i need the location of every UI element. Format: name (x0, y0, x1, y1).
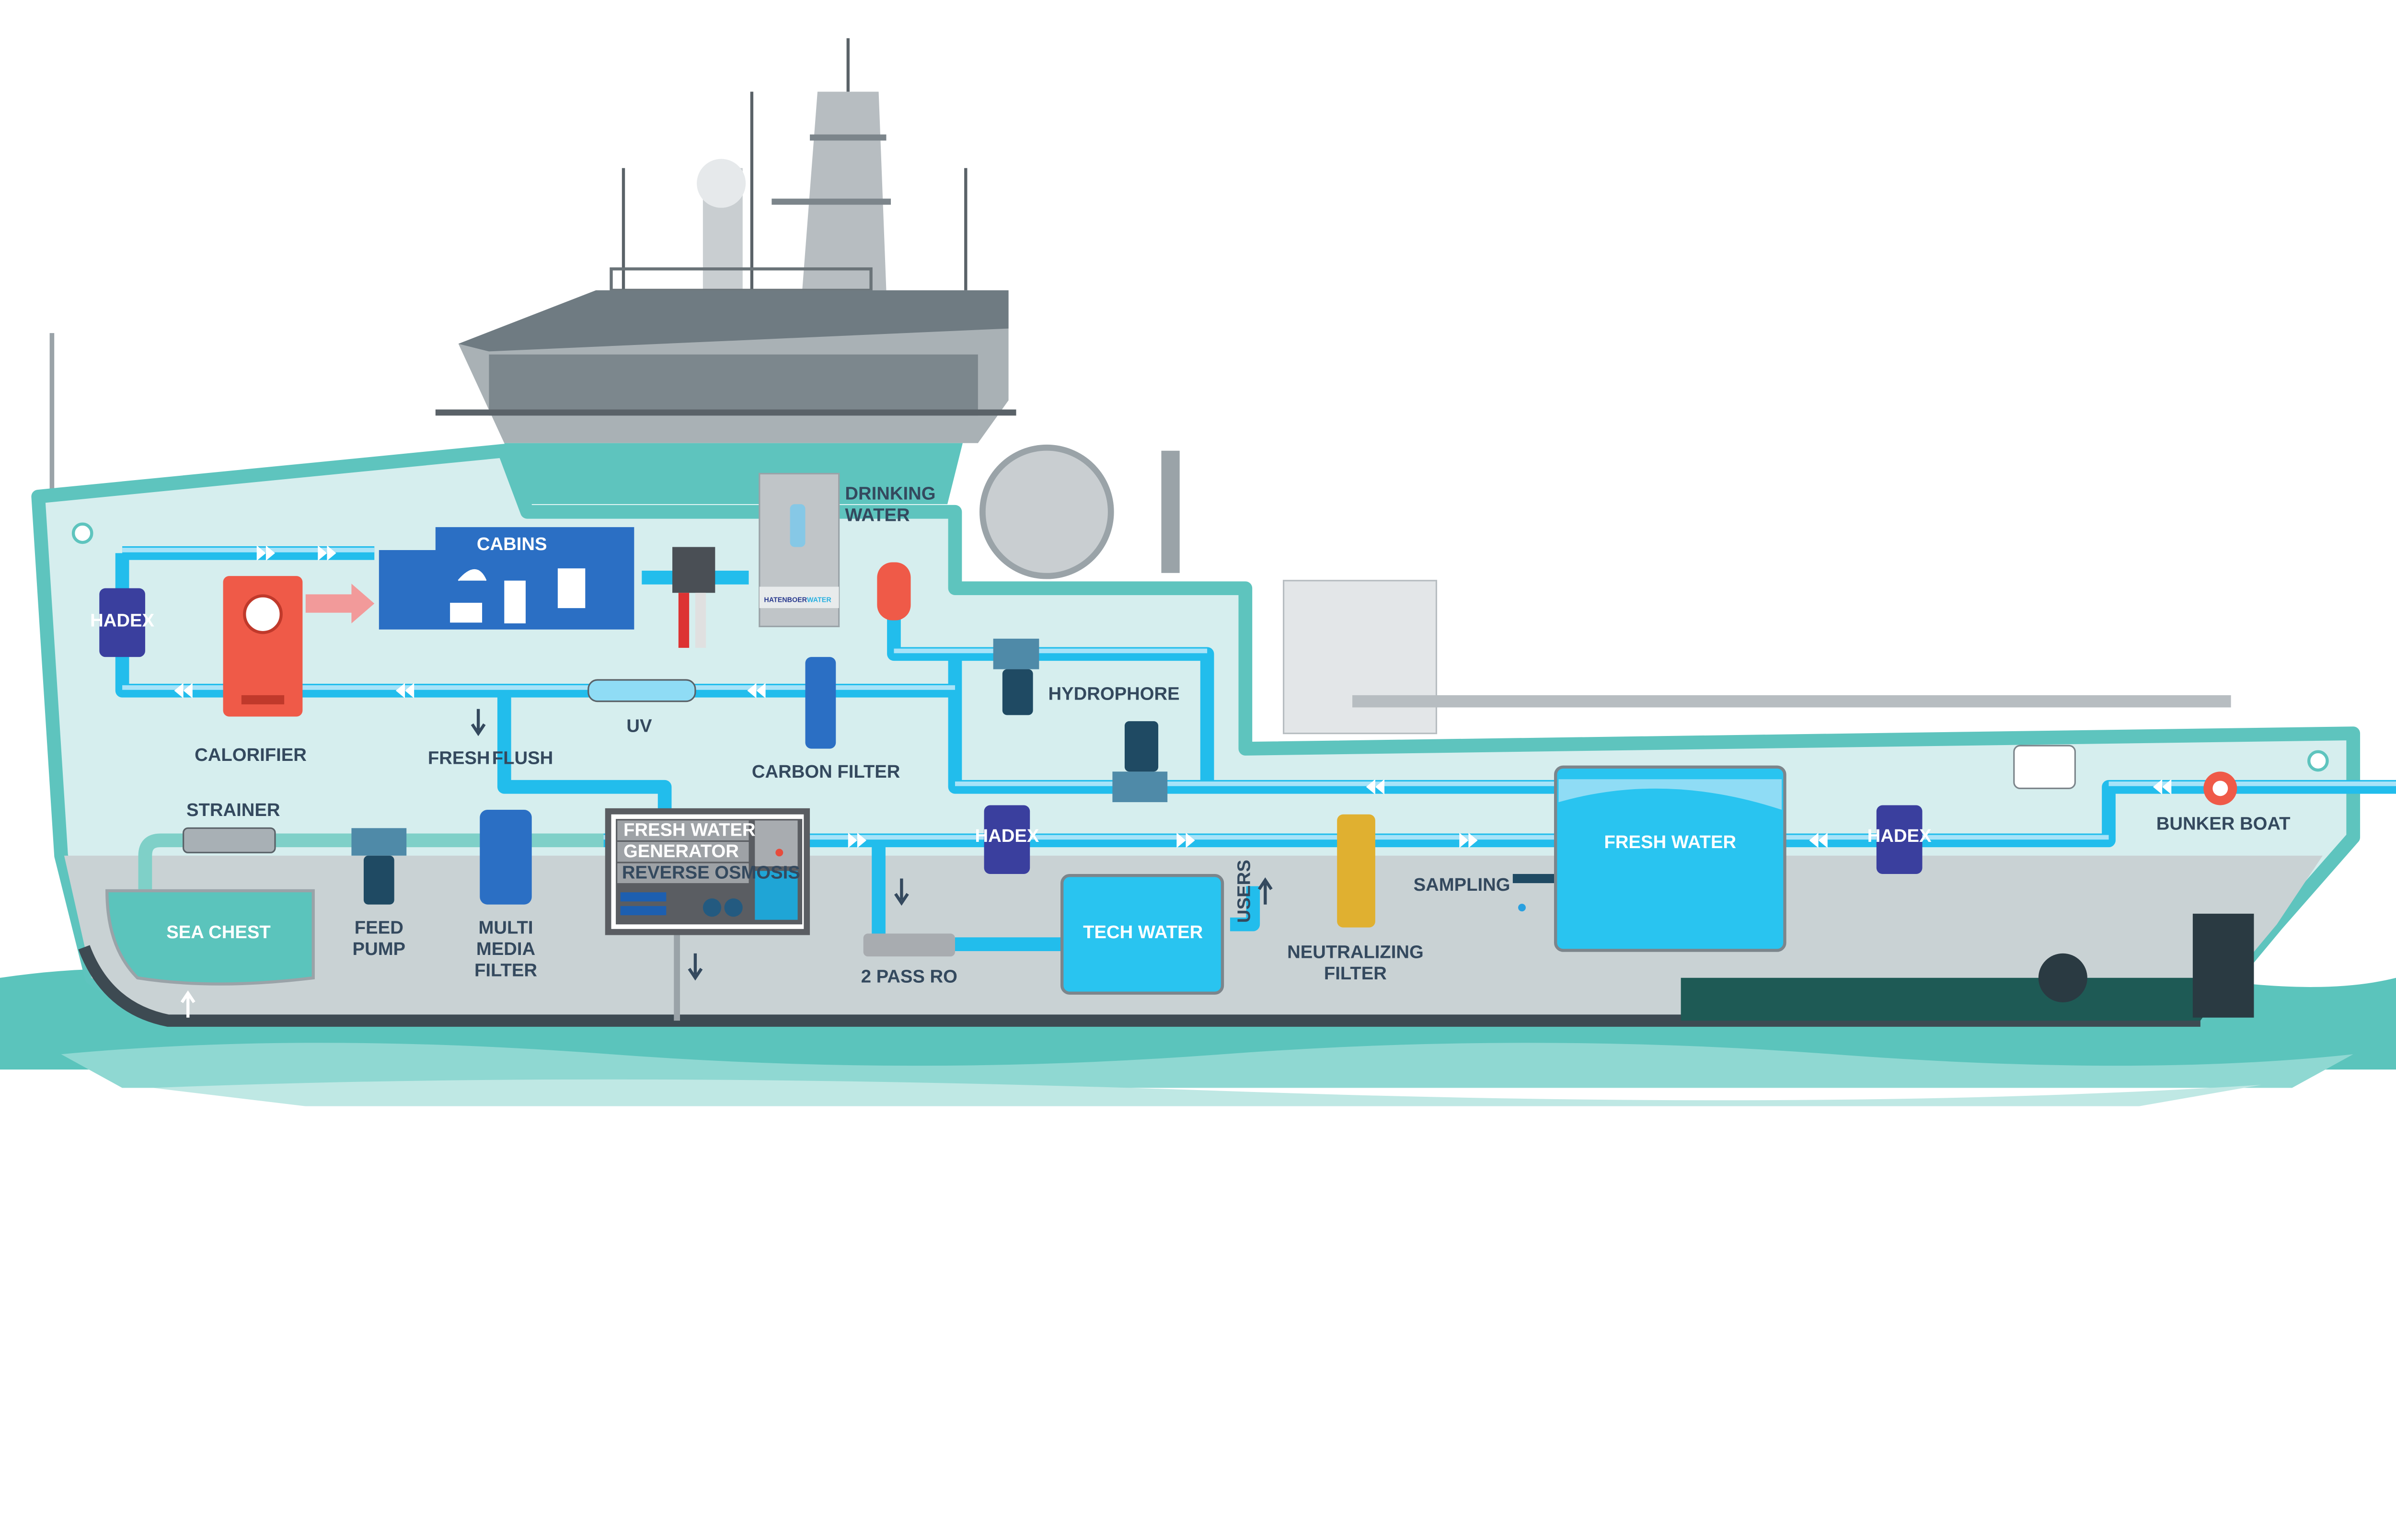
feed-pump (351, 828, 407, 905)
calorifier (223, 576, 303, 717)
carbon-filter-label: CARBON FILTER (752, 761, 900, 782)
sampling-label: SAMPLING (1414, 874, 1510, 895)
svg-text:FRESH WATER: FRESH WATER (623, 819, 756, 840)
sea-chest: SEA CHEST (105, 889, 315, 1018)
drinking-water-label-1: DRINKING (845, 483, 935, 504)
mmf-label-1: MULTI (478, 917, 533, 938)
drinking-water-fountain: HATENBOERWATER (759, 472, 840, 627)
neutralizing-filter-label-2: FILTER (1324, 963, 1387, 984)
multi-media-filter (480, 810, 532, 905)
strainer (183, 827, 276, 853)
mmf-label-2: MEDIA (476, 939, 535, 959)
two-pass-ro-label: 2 PASS RO (861, 966, 957, 987)
hydrophore-pump (993, 638, 1168, 803)
hadex-dosing-3: HADEX (1867, 805, 1932, 874)
carbon-filter (805, 657, 836, 749)
mmf-label-3: FILTER (474, 960, 537, 981)
neutralizing-filter-label-1: NEUTRALIZING (1287, 942, 1424, 962)
tech-water-tank: TECH WATER (1060, 873, 1224, 995)
drain-arrow (688, 953, 703, 981)
uv-unit (587, 679, 696, 702)
svg-text:HADEX: HADEX (1867, 826, 1932, 846)
svg-text:HATENBOERWATER: HATENBOERWATER (764, 596, 831, 604)
svg-text:REVERSE OSMOSIS: REVERSE OSMOSIS (622, 862, 800, 883)
svg-text:HADEX: HADEX (90, 610, 154, 631)
users-label: USERS (1233, 860, 1254, 923)
ship-water-system-diagram: CABINS CALORIFIER HADEX HADEX HADEX HATE… (0, 38, 2396, 1106)
drinking-water-label-2: WATER (845, 505, 910, 525)
fresh-label: FRESH (428, 747, 490, 768)
svg-text:FRESH WATER: FRESH WATER (1604, 832, 1737, 852)
svg-text:HADEX: HADEX (975, 826, 1039, 846)
svg-text:SEA CHEST: SEA CHEST (166, 922, 271, 942)
pressure-vessel (877, 562, 911, 621)
feed-pump-label-2: PUMP (353, 939, 406, 959)
strainer-label: STRAINER (186, 800, 280, 820)
neutralizing-filter (1337, 814, 1375, 928)
feed-pump-label-1: FEED (355, 917, 403, 938)
fresh-water-tank: FRESH WATER (1554, 765, 1786, 952)
superstructure (49, 38, 2231, 735)
hadex-dosing-2: HADEX (975, 805, 1039, 874)
cabins-label: CABINS (477, 534, 547, 554)
flush-label: FLUSH (492, 747, 553, 768)
hydrophore-label: HYDROPHORE (1048, 683, 1180, 704)
ro-arrow (894, 878, 909, 906)
bunker-boat-label: BUNKER BOAT (2156, 813, 2291, 834)
sampling-tap[interactable] (1512, 873, 1556, 912)
calorifier-label: CALORIFIER (195, 745, 307, 765)
fresh-water-generator: FRESH WATER GENERATOR REVERSE OSMOSIS (605, 808, 810, 935)
hadex-dosing-1: HADEX (90, 588, 155, 657)
svg-text:TECH WATER: TECH WATER (1083, 922, 1203, 942)
uv-label: UV (626, 715, 652, 736)
users-arrow (1257, 877, 1273, 905)
two-pass-ro (863, 933, 955, 957)
svg-text:GENERATOR: GENERATOR (623, 841, 739, 862)
bunker-valve[interactable] (2203, 771, 2237, 805)
cabins: CABINS (379, 527, 634, 630)
fresh-flush-arrow (471, 709, 486, 736)
pre-filter-unit (672, 547, 715, 648)
heat-arrow (305, 584, 375, 624)
